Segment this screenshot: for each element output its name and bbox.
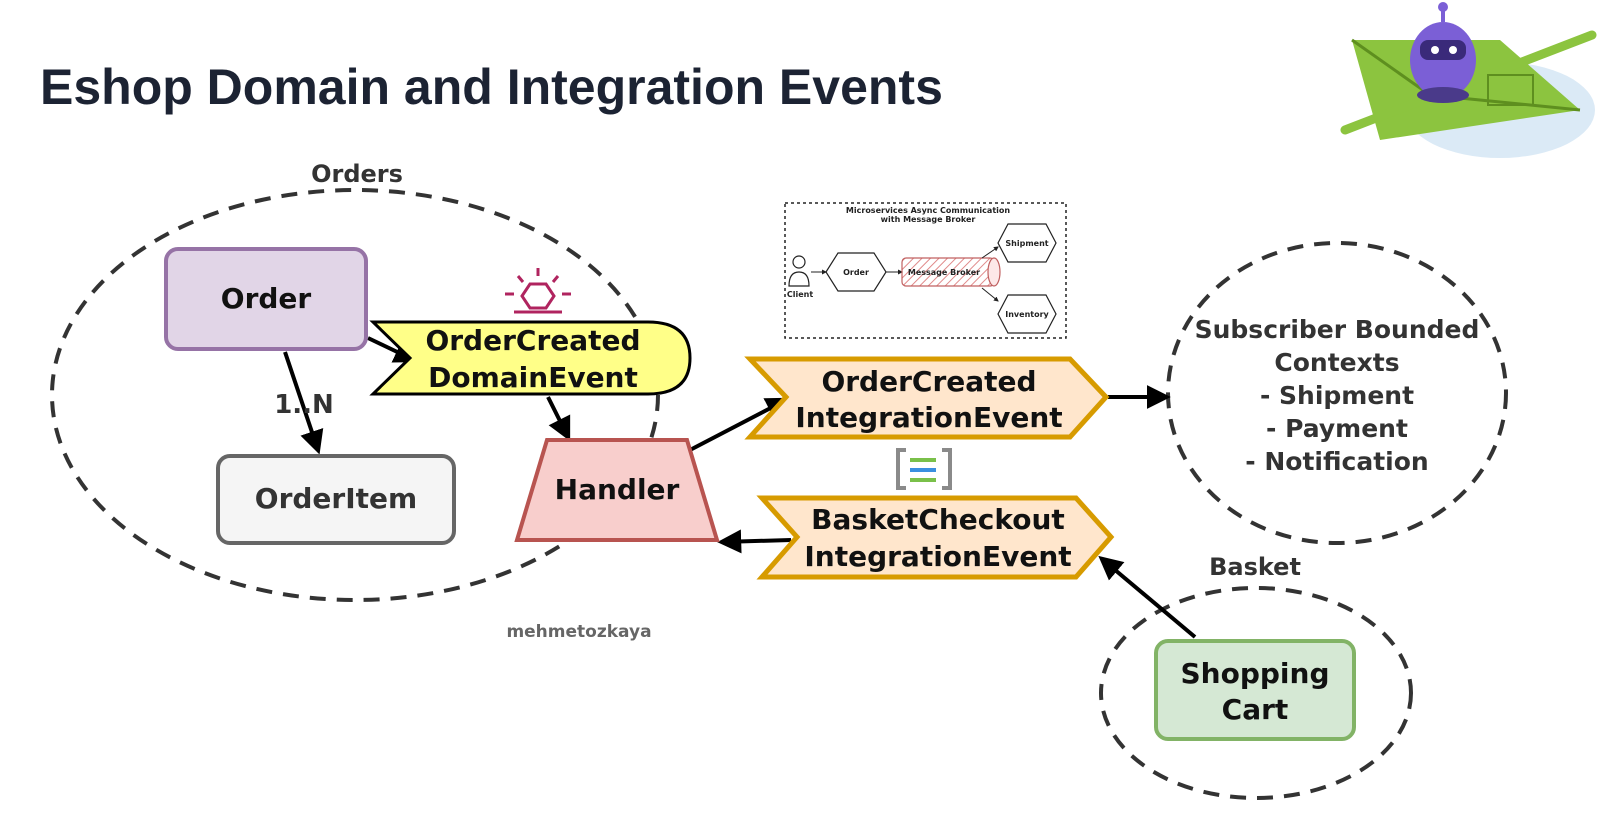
rocket-kayak-mascot-icon xyxy=(1340,2,1597,158)
orderitem-node: OrderItem xyxy=(216,454,456,545)
checkout-integration-event-node: BasketCheckout IntegrationEvent xyxy=(756,495,1115,580)
orders-boundary xyxy=(50,188,660,602)
inset-broker-label: Message Broker xyxy=(908,268,980,277)
created-integration-event-node: OrderCreated IntegrationEvent xyxy=(744,356,1110,440)
handler-label: Handler xyxy=(555,473,680,506)
shopping-cart-line: Shopping xyxy=(1181,657,1330,690)
inset-order-label: Order xyxy=(843,268,869,277)
basket-boundary xyxy=(1099,586,1413,800)
subscriber-line: Subscriber Bounded xyxy=(1195,315,1480,344)
inset-shipment-label: Shipment xyxy=(1005,239,1048,248)
domain-event-line: OrderCreated xyxy=(425,324,640,357)
subscriber-line: - Notification xyxy=(1245,447,1428,476)
subscriber-line: Contexts xyxy=(1274,348,1399,377)
subscriber-line: - Payment xyxy=(1266,414,1408,443)
order-label: Order xyxy=(221,282,312,315)
domain-event-node: OrderCreated DomainEvent xyxy=(369,320,692,396)
edge-handler-to-created-event xyxy=(689,397,791,452)
inset-inventory-label: Inventory xyxy=(1005,310,1049,319)
shopping-cart-node: Shopping Cart xyxy=(1154,639,1356,741)
subscriber-line: - Shipment xyxy=(1260,381,1414,410)
shopping-cart-line: Cart xyxy=(1222,693,1289,726)
edge-checkout-event-to-handler xyxy=(717,529,792,554)
inset-diagram: Microservices Async Communication with M… xyxy=(784,202,1067,339)
watermark: mehmetozkaya xyxy=(506,622,651,642)
inset-title-line: Microservices Async Communication xyxy=(846,206,1010,215)
edge-domain-event-to-handler xyxy=(546,396,571,442)
checkout-event-line: BasketCheckout xyxy=(811,503,1065,536)
created-event-line: OrderCreated xyxy=(821,365,1036,398)
person-icon xyxy=(788,255,810,287)
subscribers-text: Subscriber Bounded Contexts - Shipment -… xyxy=(1195,315,1480,476)
multiplicity-label: 1..N xyxy=(274,390,334,420)
created-event-line: IntegrationEvent xyxy=(795,401,1062,434)
lightbulb-icon xyxy=(505,268,571,314)
basket-label: Basket xyxy=(1209,553,1301,581)
orderitem-label: OrderItem xyxy=(255,482,417,515)
domain-event-line: DomainEvent xyxy=(428,361,638,394)
event-grid-icon xyxy=(896,448,952,490)
handler-node: Handler xyxy=(514,438,720,542)
checkout-event-line: IntegrationEvent xyxy=(804,540,1071,573)
order-node: Order xyxy=(164,247,368,351)
edge-order-to-orderitem xyxy=(283,351,324,455)
edge-cart-to-checkout-event xyxy=(1098,555,1197,639)
orders-label: Orders xyxy=(311,160,403,188)
inset-title-line: with Message Broker xyxy=(881,215,976,224)
inset-client-label: Client xyxy=(787,290,813,299)
slide-title: Eshop Domain and Integration Events xyxy=(40,59,943,115)
